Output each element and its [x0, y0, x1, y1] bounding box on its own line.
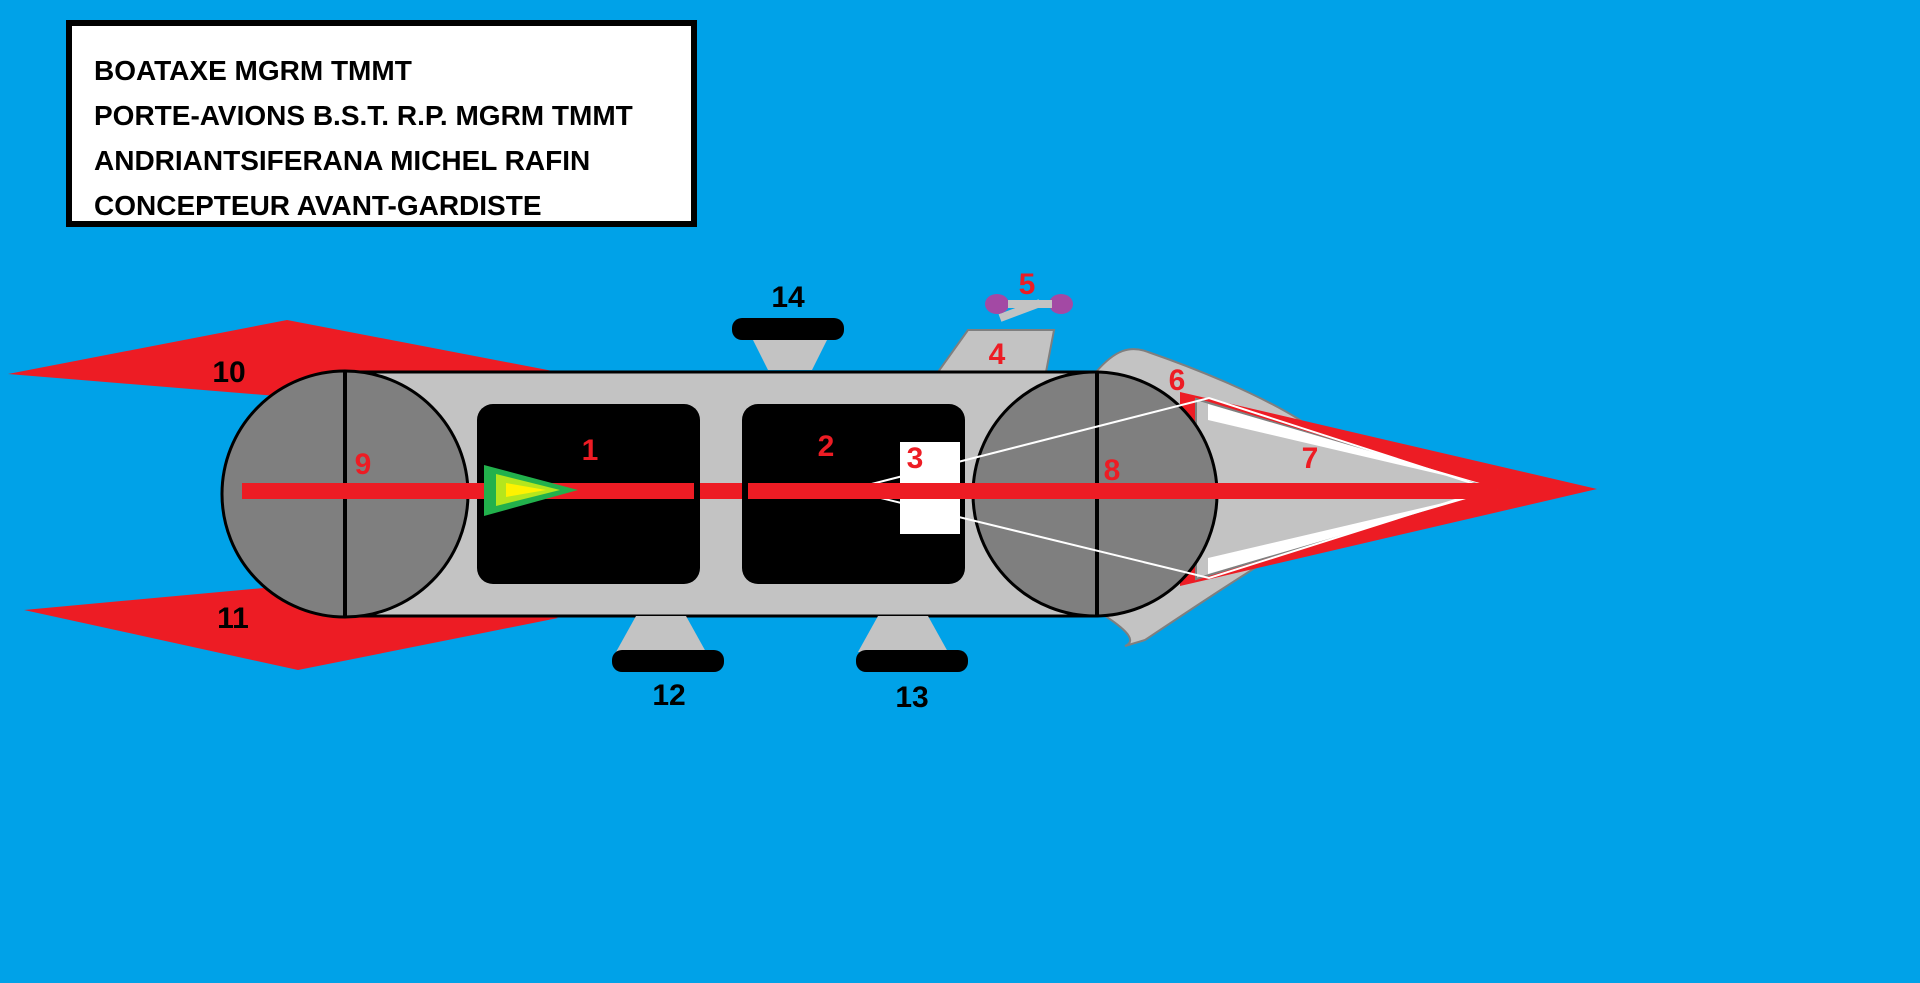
label-10: 10	[212, 356, 245, 389]
label-8: 8	[1104, 454, 1121, 487]
label-9: 9	[355, 448, 372, 481]
label-1: 1	[582, 434, 599, 467]
thruster-13-mount	[858, 616, 948, 652]
label-4: 4	[989, 338, 1006, 371]
label-11: 11	[217, 602, 249, 635]
title-line-3: ANDRIANTSIFERANA MICHEL RAFIN	[94, 145, 591, 176]
thruster-13	[856, 650, 968, 672]
radar-bar	[1008, 300, 1052, 308]
label-14: 14	[771, 281, 805, 314]
radar-right	[1049, 294, 1073, 314]
keel-gap-1	[694, 483, 700, 499]
label-2: 2	[818, 430, 835, 463]
title-line-2: PORTE-AVIONS B.S.T. R.P. MGRM TMMT	[94, 100, 633, 131]
keel-gap-2	[742, 483, 748, 499]
label-5: 5	[1019, 268, 1036, 301]
radar-left	[985, 294, 1009, 314]
label-13: 13	[895, 681, 928, 714]
label-6: 6	[1169, 364, 1186, 397]
title-line-1: BOATAXE MGRM TMMT	[94, 55, 412, 86]
keel-line	[242, 483, 1497, 499]
title-line-4: CONCEPTEUR AVANT-GARDISTE	[94, 190, 542, 221]
thruster-12	[612, 650, 724, 672]
thruster-14-mount	[752, 338, 828, 370]
thruster-14	[732, 318, 844, 340]
thruster-12-mount	[616, 616, 706, 652]
label-3: 3	[907, 442, 924, 475]
aircraft-core	[506, 483, 546, 497]
label-12: 12	[652, 679, 685, 712]
title-box: BOATAXE MGRM TMMT PORTE-AVIONS B.S.T. R.…	[66, 20, 697, 227]
label-7: 7	[1302, 442, 1319, 475]
